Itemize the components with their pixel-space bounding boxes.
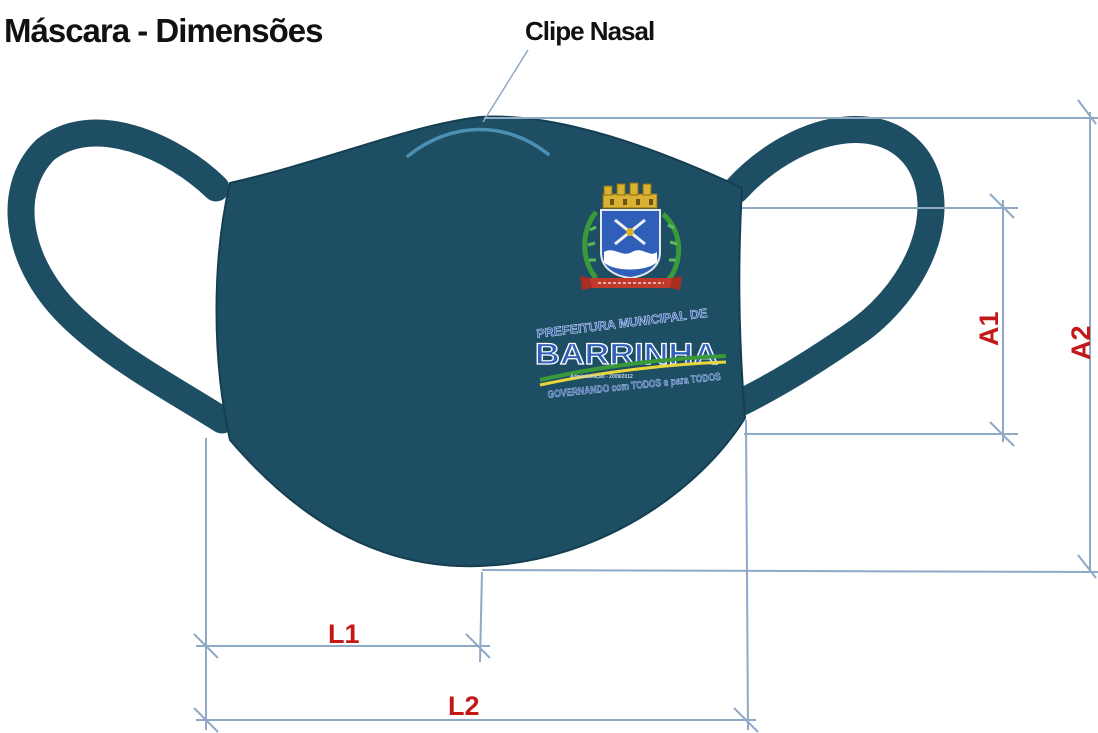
right-ear-loop <box>722 116 945 416</box>
page-title: Máscara - Dimensões <box>4 12 323 49</box>
l2-extension-right <box>745 419 749 731</box>
dimension-lines <box>193 99 1098 733</box>
l1-tick-left <box>193 633 219 659</box>
a2-extension-bottom <box>481 569 1098 573</box>
nose-clip-label: Clipe Nasal <box>525 16 654 46</box>
l1-label: L1 <box>328 619 360 649</box>
l2-tick-left <box>193 707 219 733</box>
coat-of-arms-icon <box>580 182 682 290</box>
a2-label: A2 <box>1066 325 1096 360</box>
logo-swoosh-green <box>539 354 727 382</box>
logo-name: BARRINHA <box>535 338 718 371</box>
a2-tick-bottom <box>1077 554 1097 579</box>
nose-clip <box>406 127 550 158</box>
mural-crown-icon <box>602 182 658 209</box>
l2-label: L2 <box>448 691 480 721</box>
l1-tick-right <box>465 633 491 659</box>
logo-swoosh-yellow <box>539 360 727 387</box>
logo-tagline-small: Administração - 2009/2012 <box>570 374 633 380</box>
a2-tick-top <box>1077 99 1097 125</box>
l2-tick-right <box>733 707 759 733</box>
a1-label: A1 <box>974 311 1004 346</box>
a1-tick-bottom <box>989 421 1015 447</box>
nose-clip-leader-line <box>482 49 529 123</box>
a1-tick-top <box>989 193 1015 219</box>
left-ear-loop <box>7 119 236 434</box>
